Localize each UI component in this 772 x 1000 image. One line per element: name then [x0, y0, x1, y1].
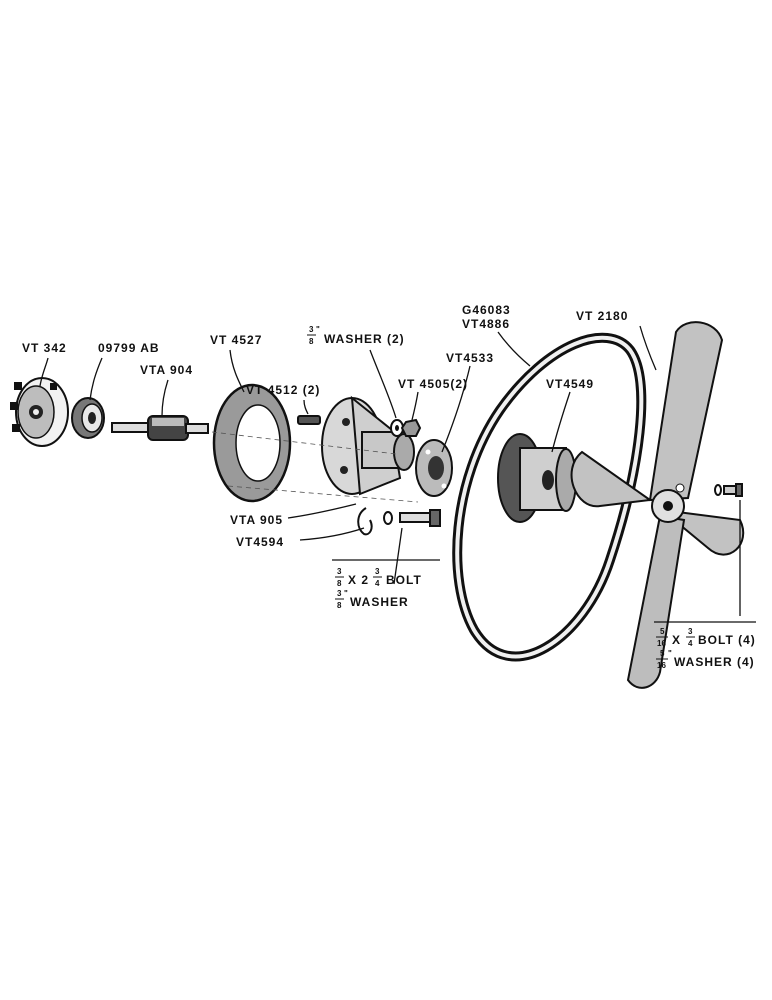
svg-text:5: 5: [660, 627, 665, 636]
label-vt4533: VT4533: [446, 351, 494, 365]
svg-text:4: 4: [375, 579, 380, 588]
svg-text:3: 3: [375, 567, 380, 576]
bolt-3-8-x-2-3-4: [383, 509, 441, 527]
svg-text:WASHER (4): WASHER (4): [674, 655, 755, 669]
label-vt4527: VT 4527: [210, 333, 262, 347]
label-vt4886: VT4886: [462, 317, 510, 331]
clip-vt4594: [357, 507, 373, 536]
bolt-5-16-x-3-4: [714, 483, 743, 497]
svg-text:3: 3: [688, 627, 693, 636]
leader-lines: [39, 325, 756, 623]
svg-text:3: 3: [337, 567, 342, 576]
fan-vt2180: [570, 321, 745, 689]
svg-text:16: 16: [657, 639, 666, 648]
fan-belt-g46083: [452, 332, 647, 662]
label-vta904: VTA 904: [140, 363, 193, 377]
label-vta905: VTA 905: [230, 513, 283, 527]
svg-text:": ": [316, 325, 320, 334]
pump-body-vta905: [321, 395, 415, 496]
svg-text:BOLT: BOLT: [386, 573, 422, 587]
label-bolt-5-16-x-3-4: 5 16 X 3 4 BOLT (4): [656, 627, 756, 648]
svg-text:X: X: [672, 633, 681, 647]
shaft-bearing-vta904: [111, 415, 209, 441]
washer-and-nut-parts: [390, 418, 422, 437]
gasket-vt4527: [212, 383, 292, 503]
svg-text:8: 8: [337, 601, 342, 610]
label-vt342: VT 342: [22, 341, 67, 355]
impeller-vt342: [10, 377, 69, 447]
stud-vt4512: [297, 415, 321, 425]
label-vt4505: VT 4505(2): [398, 377, 468, 391]
label-g46083: G46083: [462, 303, 511, 317]
hub-flange-vt4533: [415, 439, 453, 497]
label-washer-5-16-4: 5 16 " WASHER (4): [656, 649, 755, 670]
seal-09799ab: [71, 397, 105, 439]
svg-text:16: 16: [657, 661, 666, 670]
label-09799ab: 09799 AB: [98, 341, 160, 355]
label-vt4549: VT4549: [546, 377, 594, 391]
svg-text:5: 5: [660, 649, 665, 658]
svg-text:3: 3: [337, 589, 342, 598]
label-vt4594: VT4594: [236, 535, 284, 549]
svg-text:WASHER (2): WASHER (2): [324, 332, 405, 346]
svg-text:": ": [668, 649, 672, 658]
label-washer-3-8: 3 8 " WASHER: [335, 589, 409, 610]
label-vt4512: VT 4512 (2): [246, 383, 320, 397]
svg-text:BOLT (4): BOLT (4): [698, 633, 756, 647]
svg-text:WASHER: WASHER: [350, 595, 409, 609]
label-bolt-3-8-x-2-3-4: 3 8 X 2 3 4 BOLT: [335, 567, 422, 588]
svg-text:3: 3: [309, 325, 314, 334]
svg-text:8: 8: [309, 337, 314, 346]
pulley-vt4549: [497, 433, 577, 523]
svg-text:8: 8: [337, 579, 342, 588]
svg-text:": ": [344, 589, 348, 598]
svg-text:4: 4: [688, 639, 693, 648]
label-washer-3-8-2: 3 8 " WASHER (2): [307, 325, 405, 346]
label-vt2180: VT 2180: [576, 309, 628, 323]
svg-text:X 2: X 2: [348, 573, 369, 587]
